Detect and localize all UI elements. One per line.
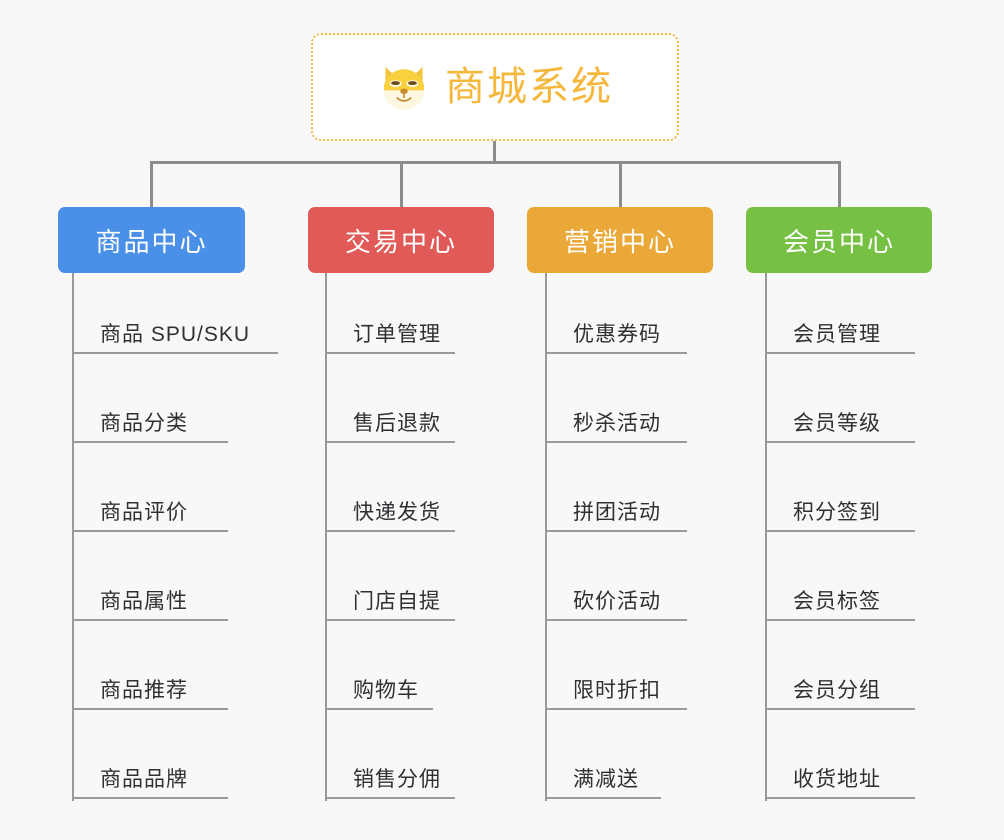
leaf-item-label: 积分签到 (793, 501, 881, 524)
category-box-product-center[interactable]: 商品中心 (58, 207, 245, 273)
leaf-item-label: 拼团活动 (573, 501, 661, 524)
leaf-item-label: 售后退款 (353, 412, 441, 435)
leaf-item-label: 会员标签 (793, 590, 881, 613)
leaf-item-label: 购物车 (353, 679, 419, 702)
root-node-label: 商城系统 (445, 65, 613, 109)
leaf-underline (545, 619, 687, 621)
leaf-item-label: 商品 SPU/SKU (100, 323, 251, 346)
leaf-underline (765, 619, 915, 621)
connector-drop-2 (400, 161, 403, 208)
leaf-spine (325, 273, 327, 801)
leaf-underline (545, 797, 661, 799)
leaf-underline (325, 619, 455, 621)
category-box-trade-center[interactable]: 交易中心 (308, 207, 494, 273)
leaf-item-label: 收货地址 (793, 768, 881, 791)
leaf-item-label: 快递发货 (353, 501, 441, 524)
dog-face-icon (377, 60, 431, 114)
category-box-member-center[interactable]: 会员中心 (746, 207, 932, 273)
category-label: 商品中心 (95, 226, 208, 257)
leaf-item-label: 会员分组 (793, 679, 881, 702)
leaf-underline (545, 708, 687, 710)
leaf-item-label: 商品品牌 (100, 768, 188, 791)
leaf-underline (545, 352, 687, 354)
leaf-item-label: 商品推荐 (100, 679, 188, 702)
leaf-item-label: 优惠券码 (573, 323, 661, 346)
leaf-item-label: 满减送 (573, 768, 639, 791)
leaf-underline (72, 441, 228, 443)
leaf-underline (765, 530, 915, 532)
leaf-item-label: 会员管理 (793, 323, 881, 346)
leaf-underline (765, 441, 915, 443)
leaf-spine (765, 273, 767, 801)
leaf-item-label: 限时折扣 (573, 679, 661, 702)
leaf-spine (72, 273, 74, 801)
leaf-underline (545, 530, 687, 532)
leaf-underline (72, 619, 228, 621)
connector-horizontal-bus (150, 161, 840, 164)
category-label: 交易中心 (344, 226, 457, 257)
leaf-underline (72, 530, 228, 532)
leaf-underline (765, 352, 915, 354)
category-label: 会员中心 (782, 226, 895, 257)
leaf-underline (765, 797, 915, 799)
leaf-underline (325, 352, 455, 354)
leaf-item-label: 销售分佣 (353, 768, 441, 791)
leaf-underline (325, 441, 455, 443)
leaf-spine (545, 273, 547, 801)
leaf-underline (765, 708, 915, 710)
leaf-underline (72, 708, 228, 710)
category-label: 营销中心 (563, 226, 676, 257)
leaf-item-label: 订单管理 (353, 323, 441, 346)
leaf-item-label: 商品评价 (100, 501, 188, 524)
leaf-underline (545, 441, 687, 443)
leaf-underline (325, 708, 433, 710)
leaf-underline (72, 797, 228, 799)
leaf-item-label: 门店自提 (353, 590, 441, 613)
leaf-underline (325, 797, 455, 799)
leaf-item-label: 砍价活动 (573, 590, 661, 613)
leaf-item-label: 商品分类 (100, 412, 188, 435)
leaf-item-label: 商品属性 (100, 590, 188, 613)
connector-drop-4 (838, 161, 841, 208)
connector-drop-1 (150, 161, 153, 208)
leaf-item-label: 秒杀活动 (573, 412, 661, 435)
leaf-underline (72, 352, 278, 354)
connector-root-stem (493, 141, 496, 163)
category-box-marketing-center[interactable]: 营销中心 (527, 207, 713, 273)
leaf-item-label: 会员等级 (793, 412, 881, 435)
connector-drop-3 (619, 161, 622, 208)
root-node-shopping-mall-system[interactable]: 商城系统 (311, 33, 679, 141)
leaf-underline (325, 530, 455, 532)
